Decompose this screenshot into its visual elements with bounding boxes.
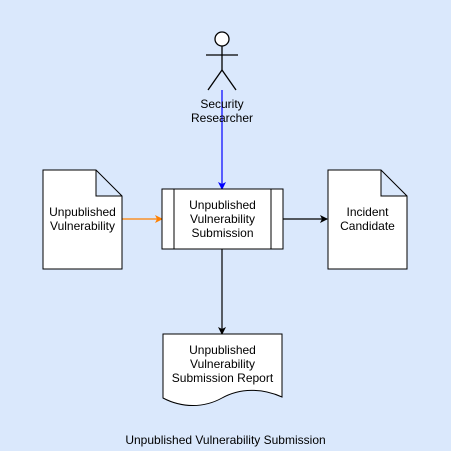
submission-report-document [162,333,283,406]
unpublished-vulnerability-document [42,169,123,270]
incident-candidate-document [327,169,408,270]
security-researcher-actor-icon [206,31,238,91]
submission-process-box [161,188,284,250]
